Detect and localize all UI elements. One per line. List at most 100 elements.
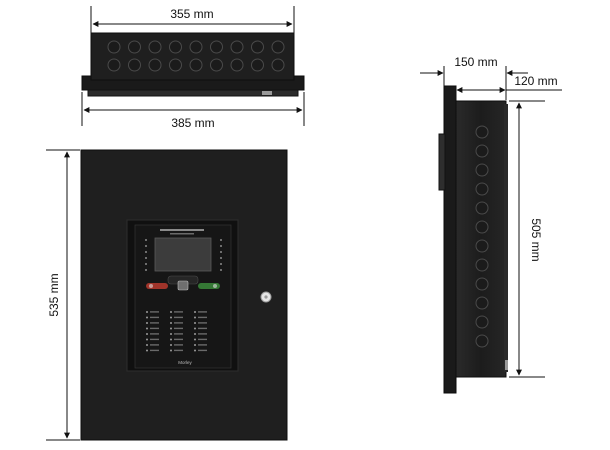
zone-led xyxy=(194,327,196,330)
side-height-dimension: 505 mm xyxy=(509,100,545,378)
zone-label-line xyxy=(174,338,183,341)
zone-label-line xyxy=(198,311,207,313)
zone-led-grid xyxy=(146,311,207,352)
zone-led xyxy=(146,311,148,313)
zone-label-line xyxy=(150,349,159,352)
knockout-hole xyxy=(169,58,182,72)
knockout-hole xyxy=(210,40,223,54)
zone-led xyxy=(194,338,196,341)
knockout-hole xyxy=(271,58,285,72)
status-led xyxy=(220,257,222,259)
zone-led xyxy=(194,311,196,313)
zone-label-line xyxy=(198,338,207,341)
zone-led xyxy=(146,316,148,319)
side-total-depth-label: 150 mm xyxy=(454,55,497,69)
zone-label-line xyxy=(198,333,207,335)
knockout-hole xyxy=(475,144,489,158)
knockout-hole xyxy=(475,277,489,291)
status-led xyxy=(145,269,147,271)
zone-led xyxy=(146,327,148,330)
knockout-hole xyxy=(128,58,141,72)
zone-led xyxy=(194,333,196,335)
menu-button[interactable] xyxy=(177,280,189,291)
zone-label-line xyxy=(198,344,207,346)
status-led xyxy=(220,239,222,241)
zone-label-line xyxy=(174,349,183,352)
zone-led xyxy=(146,322,148,324)
zone-label-line xyxy=(150,322,159,324)
knockout-hole xyxy=(475,125,489,139)
zone-label-line xyxy=(174,311,183,313)
knockout-hole xyxy=(475,315,489,329)
top-view xyxy=(81,32,305,97)
side-box-depth-dimension: 120 mm xyxy=(455,74,562,100)
knockout-hole xyxy=(230,58,244,72)
side-view-knockouts xyxy=(475,125,489,348)
zone-label-line xyxy=(150,333,159,335)
zone-led xyxy=(170,349,172,352)
zone-led xyxy=(170,344,172,346)
knockout-hole xyxy=(475,201,489,215)
knockout-hole xyxy=(475,258,489,272)
knockout-hole xyxy=(128,40,141,54)
top-view-box xyxy=(90,32,295,81)
zone-label-line xyxy=(198,327,207,330)
knockout-hole xyxy=(475,334,489,348)
top-view-knockouts xyxy=(107,40,285,72)
knockout-hole xyxy=(475,220,489,234)
knockout-hole xyxy=(169,40,182,54)
knockout-hole xyxy=(475,239,489,253)
knockout-hole xyxy=(107,58,121,72)
zone-label-line xyxy=(174,344,183,346)
front-height-dimension: 535 mm xyxy=(46,149,80,441)
zone-label-line xyxy=(150,338,159,341)
top-outer-width-label: 385 mm xyxy=(171,116,214,130)
zone-label-line xyxy=(174,333,183,335)
side-view xyxy=(438,85,508,394)
top-outer-width-dimension: 385 mm xyxy=(81,92,305,130)
status-led xyxy=(220,263,222,265)
zone-label-line xyxy=(174,322,183,324)
lcd-display xyxy=(154,237,212,272)
knockout-hole xyxy=(107,40,121,54)
knockout-hole xyxy=(148,40,162,54)
zone-label-line xyxy=(150,344,159,346)
knockout-hole xyxy=(230,40,244,54)
knockout-hole xyxy=(475,163,489,177)
status-led xyxy=(220,245,222,247)
front-height-label: 535 mm xyxy=(47,273,61,316)
status-led xyxy=(145,263,147,265)
zone-label-line xyxy=(150,311,159,313)
brand-logo: Morley xyxy=(178,360,192,365)
status-led xyxy=(145,245,147,247)
zone-led xyxy=(170,322,172,324)
zone-led xyxy=(146,338,148,341)
side-flange xyxy=(443,85,457,394)
knockout-hole xyxy=(271,40,285,54)
zone-label-line xyxy=(198,316,207,319)
knockout-hole xyxy=(251,58,264,72)
zone-led xyxy=(194,349,196,352)
knockout-hole xyxy=(189,40,203,54)
side-total-depth-dimension: 150 mm xyxy=(420,55,528,100)
knockout-hole xyxy=(210,58,223,72)
zone-led xyxy=(194,344,196,346)
zone-led xyxy=(170,338,172,341)
zone-label-line xyxy=(174,316,183,319)
front-view: Morley xyxy=(80,149,288,441)
zone-led xyxy=(170,311,172,313)
status-led xyxy=(220,251,222,253)
status-led xyxy=(145,251,147,253)
status-led xyxy=(145,239,147,241)
status-led-columns xyxy=(145,239,222,271)
zone-led xyxy=(146,333,148,335)
knockout-hole xyxy=(189,58,203,72)
side-height-label: 505 mm xyxy=(529,218,543,261)
knockout-hole xyxy=(475,182,489,196)
top-inner-width-dimension: 355 mm xyxy=(90,6,295,36)
top-inner-width-label: 355 mm xyxy=(170,7,213,21)
zone-label-line xyxy=(198,349,207,352)
side-box-depth-label: 120 mm xyxy=(514,74,557,88)
zone-led xyxy=(146,344,148,346)
